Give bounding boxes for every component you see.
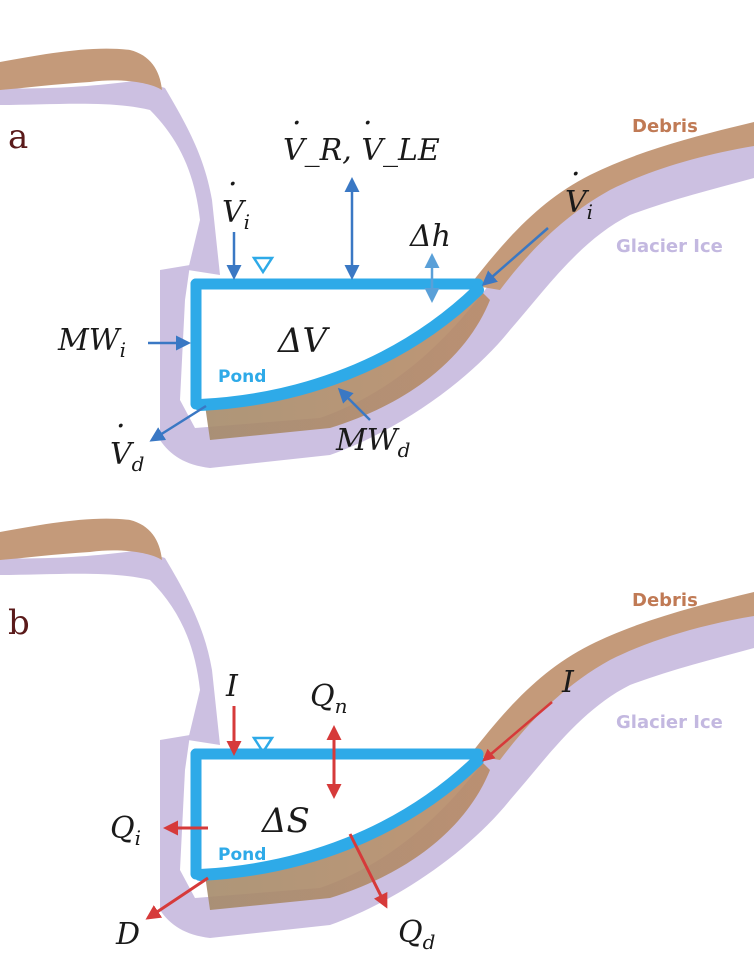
glacier-ice-label: Glacier Ice — [616, 712, 723, 733]
debris-label: Debris — [632, 590, 698, 611]
inflow-left-dot: · — [228, 167, 238, 202]
level-change-label: Δh — [409, 219, 451, 254]
water-level-icon — [251, 736, 275, 755]
storage-change-label: ΔS — [260, 801, 310, 841]
inflow-right-arrow — [482, 701, 553, 762]
ice-heat-label: Qi — [110, 811, 141, 850]
drainage-arrow — [149, 404, 207, 442]
drainage-dot: · — [116, 409, 126, 444]
net-heat-label: Qn — [310, 679, 348, 718]
debris-heat-label: Qd — [398, 915, 435, 954]
left-debris-cap — [0, 518, 162, 560]
drainage-arrow — [145, 876, 209, 920]
pond-label: Pond — [218, 367, 266, 387]
pond-bottom-debris — [205, 290, 490, 440]
rain-evap-dot-2: · — [363, 106, 373, 141]
drainage-label: Vd — [110, 437, 144, 476]
left-ice-wall — [0, 550, 220, 745]
glacier-ice-body — [160, 132, 754, 468]
inflow-left-label: I — [225, 669, 239, 704]
pond-label: Pond — [218, 845, 266, 865]
melt-debris-arrow — [337, 387, 371, 421]
panel-b-label: b — [8, 603, 30, 643]
glacier-ice-label: Glacier Ice — [616, 236, 723, 257]
panel-b: b Pond Debris Glacier Ice I Qn I ΔS Qi Q… — [0, 518, 754, 954]
inflow-right-label: I — [561, 665, 575, 700]
inflow-right-label: Vi — [565, 185, 593, 224]
inflow-right-arrow — [481, 227, 549, 286]
rain-evap-dot-1: · — [292, 106, 302, 141]
debris-label: Debris — [632, 116, 698, 137]
pond-bottom-debris — [205, 760, 490, 910]
drainage-label: D — [115, 917, 140, 952]
debris-heat-arrow — [348, 833, 388, 909]
melt-ice-label: MWi — [57, 323, 126, 362]
right-debris-band — [470, 592, 754, 760]
rain-evap-label: V_R, V_LE — [283, 133, 440, 168]
water-level-icon — [251, 256, 275, 275]
inflow-left-label: Vi — [222, 195, 250, 234]
right-debris-band — [470, 122, 754, 290]
melt-debris-label: MWd — [335, 423, 410, 462]
volume-change-label: ΔV — [276, 321, 331, 361]
inflow-right-dot: · — [571, 157, 581, 192]
left-ice-wall — [0, 80, 220, 275]
left-debris-cap — [0, 48, 162, 90]
panel-a-label: a — [8, 117, 28, 157]
glacier-ice-body — [160, 602, 754, 938]
panel-a: a Pond Debris Glacier Ice Vi · V_ — [0, 48, 754, 476]
